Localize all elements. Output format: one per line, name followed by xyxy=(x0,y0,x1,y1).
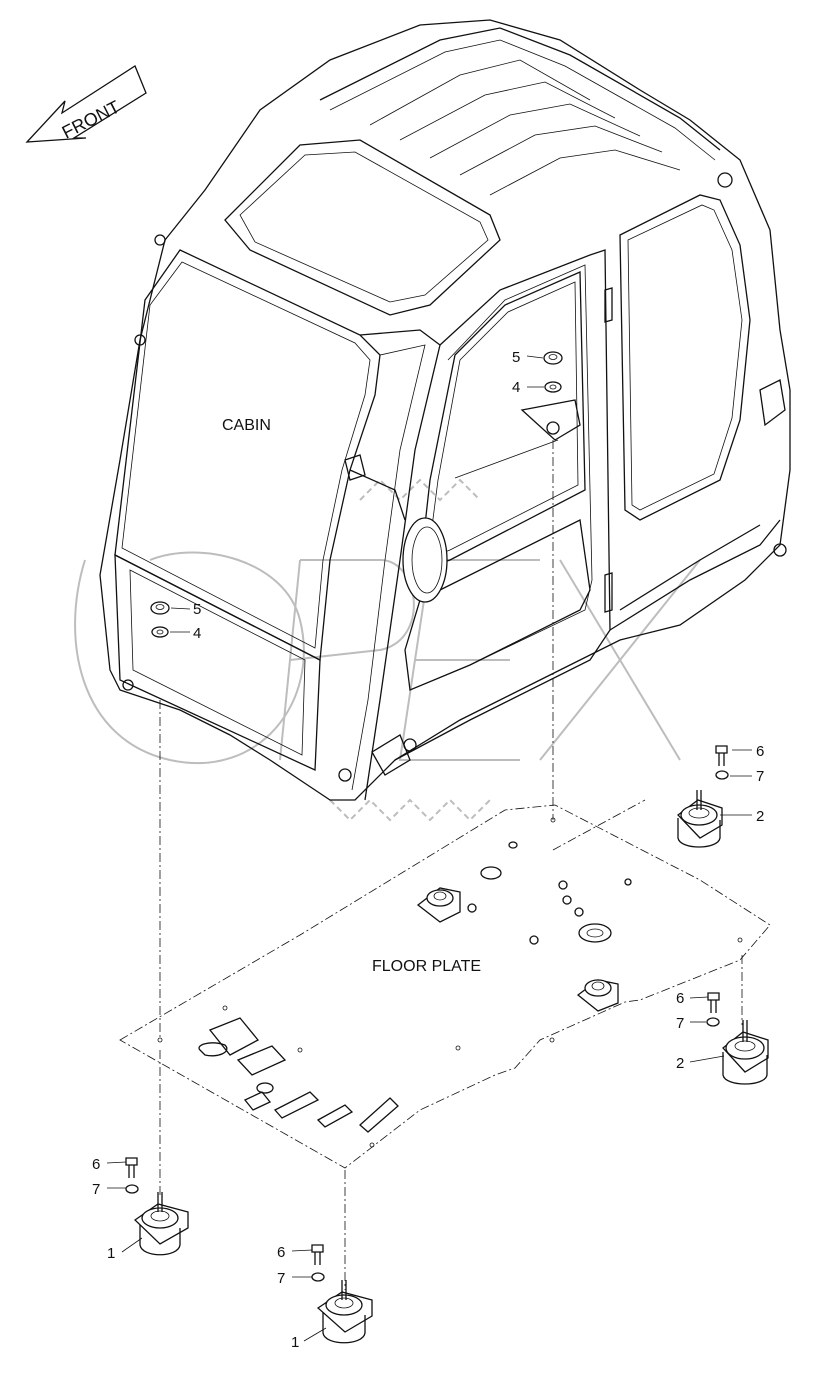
washer-7-rear-left xyxy=(125,1184,139,1194)
callout-6: 6 xyxy=(92,1156,100,1173)
callout-5: 5 xyxy=(193,601,201,618)
mount-2-rear-right xyxy=(677,790,723,848)
callout-7: 7 xyxy=(756,768,764,785)
washer-7-rear-right xyxy=(715,770,729,780)
mount-2-front-right xyxy=(722,1020,769,1085)
callout-1: 1 xyxy=(107,1245,115,1262)
front-direction-arrow: FRONT xyxy=(25,65,147,143)
bolt-6-front-left xyxy=(311,1244,324,1265)
washer-4-right xyxy=(544,381,562,393)
nut-5-right xyxy=(543,351,563,365)
mount-1-front-left xyxy=(316,1280,373,1344)
callout-4: 4 xyxy=(193,625,201,642)
opex-watermark xyxy=(74,478,701,822)
callout-7: 7 xyxy=(676,1015,684,1032)
callout-1: 1 xyxy=(291,1334,299,1351)
bolt-6-rear-right xyxy=(715,745,728,766)
callout-2: 2 xyxy=(676,1055,684,1072)
callout-6: 6 xyxy=(676,990,684,1007)
bolt-6-front-right xyxy=(707,992,720,1013)
callout-5: 5 xyxy=(512,349,520,366)
floor-mount-boss-2 xyxy=(576,979,619,1012)
washer-7-front-left xyxy=(311,1272,325,1282)
callout-7: 7 xyxy=(277,1270,285,1287)
washer-7-front-right xyxy=(706,1017,720,1027)
cabin: CABIN xyxy=(99,19,791,801)
floor-plate: FLOOR PLATE xyxy=(119,804,771,1169)
front-label: FRONT xyxy=(59,97,123,143)
callout-4: 4 xyxy=(512,379,520,396)
callout-2: 2 xyxy=(756,808,764,825)
bolt-6-rear-left xyxy=(125,1157,138,1178)
callout-numbers: 5 4 5 4 6 7 2 6 7 2 6 7 1 6 7 1 xyxy=(92,349,764,1351)
floor-plate-label: FLOOR PLATE xyxy=(372,958,481,975)
callout-6: 6 xyxy=(277,1244,285,1261)
washer-4-left xyxy=(151,626,169,638)
callout-leaders xyxy=(106,355,752,1342)
mount-1-rear-left xyxy=(133,1192,189,1256)
alignment-lines xyxy=(159,440,743,1290)
nut-5-left xyxy=(150,601,170,615)
callout-7: 7 xyxy=(92,1181,100,1198)
cabin-label: CABIN xyxy=(222,417,271,434)
callout-6: 6 xyxy=(756,743,764,760)
floor-mount-boss-1 xyxy=(416,887,461,923)
